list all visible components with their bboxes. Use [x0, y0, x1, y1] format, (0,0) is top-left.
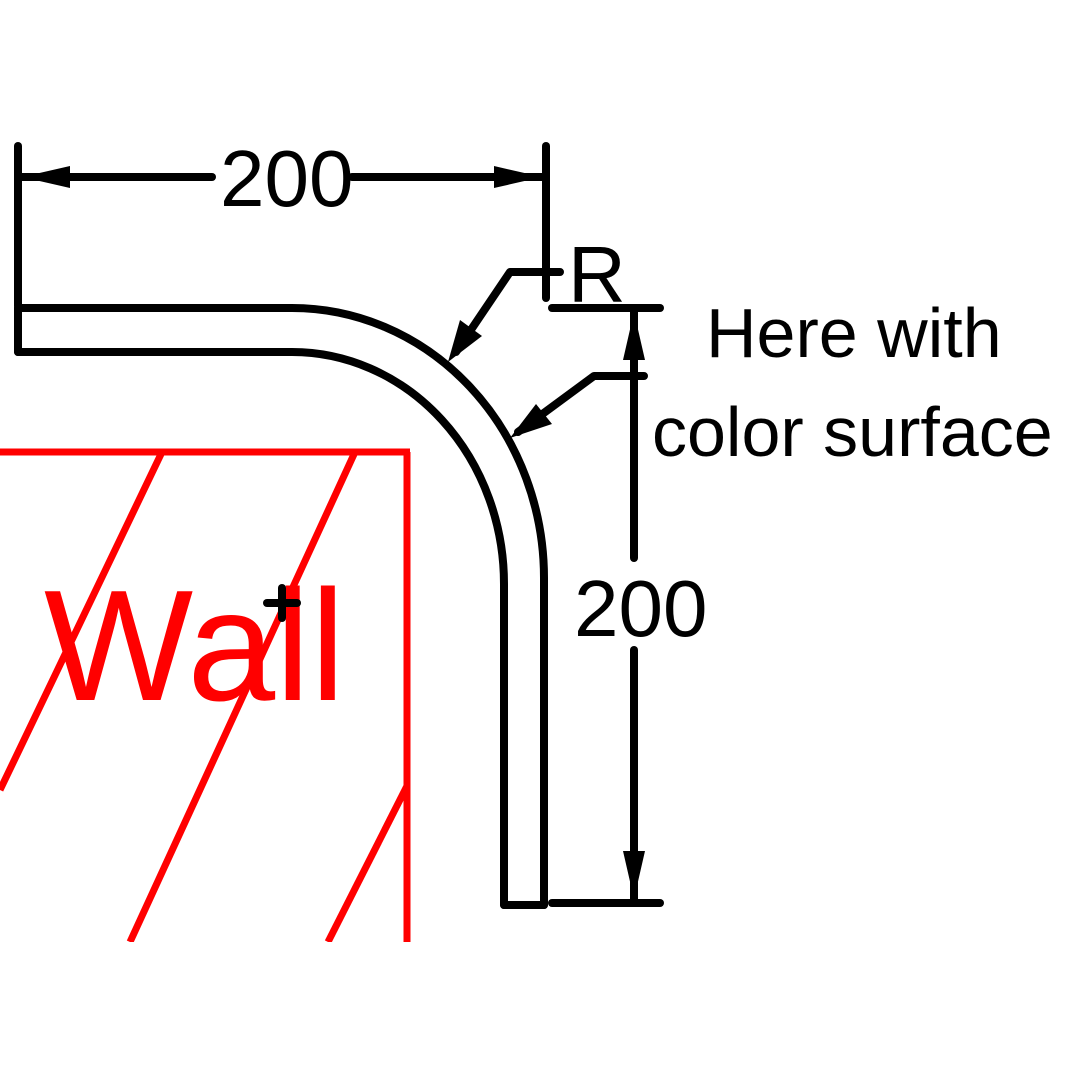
wall-label: Wall: [44, 558, 345, 734]
vertical-dimension: 200: [548, 304, 707, 907]
radius-callout: R: [448, 230, 626, 362]
arrowhead-top: [623, 312, 645, 360]
arrowhead-left: [22, 166, 70, 188]
radius-arrowhead: [448, 320, 482, 362]
center-marker: [263, 584, 301, 622]
vertical-dimension-value: 200: [574, 564, 707, 653]
note-line-2: color surface: [652, 393, 1053, 471]
arrowhead-bottom: [623, 851, 645, 899]
note-line-1: Here with: [706, 294, 1002, 372]
wall-section: Wall: [0, 448, 411, 942]
horizontal-dimension-value: 200: [220, 134, 353, 223]
profile-outer-edge: [14, 304, 548, 909]
color-surface-callout: Here with color surface: [510, 294, 1053, 471]
radius-leader: [452, 268, 564, 356]
horizontal-dimension: 200: [14, 134, 550, 310]
wall-hatch: [0, 452, 408, 942]
arrowhead-right: [494, 166, 542, 188]
profile-inner-edge: [14, 348, 508, 909]
color-surface-arrowhead: [510, 404, 552, 438]
bent-profile: [14, 304, 548, 909]
